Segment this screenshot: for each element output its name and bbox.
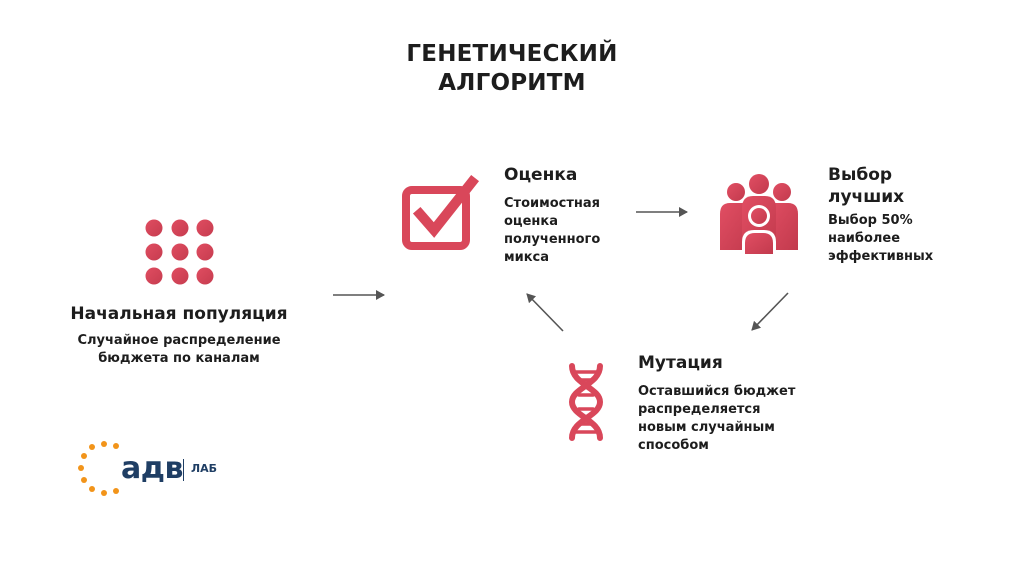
people-group-icon	[720, 174, 798, 254]
selection-heading: Выбор лучших	[828, 165, 905, 207]
mutation-block: Мутация Оставшийся бюджет распределяется…	[638, 352, 818, 455]
title-line-1: ГЕНЕТИЧЕСКИЙ	[406, 41, 618, 67]
logo-main-text: адв	[121, 451, 183, 486]
logo-dots-icon	[78, 441, 119, 496]
dna-icon	[568, 363, 604, 441]
evaluation-description: Стоимостная оценка полученного микса	[504, 196, 601, 265]
logo-separator	[183, 459, 184, 481]
population-description: Случайное распределение бюджета по канал…	[77, 333, 281, 366]
population-heading: Начальная популяция	[70, 304, 288, 324]
evaluation-heading: Оценка	[504, 165, 578, 185]
arrow-selection-to-mutation	[751, 292, 789, 331]
selection-block: Выбор лучших Выбор 50% наиболее эффектив…	[828, 164, 988, 266]
dot-grid-icon	[145, 219, 214, 285]
mutation-description: Оставшийся бюджет распределяется новым с…	[638, 384, 796, 453]
population-block: Начальная популяция Случайное распределе…	[70, 303, 288, 368]
arrow-mutation-to-evaluation	[526, 293, 564, 332]
selection-description: Выбор 50% наиболее эффективных	[828, 213, 934, 264]
mutation-heading: Мутация	[638, 353, 723, 373]
title-line-2: АЛГОРИТМ	[438, 70, 586, 96]
evaluation-block: Оценка Стоимостная оценка полученного ми…	[504, 164, 624, 267]
checkbox-icon	[402, 174, 480, 250]
logo-sub-text: ЛАБ	[191, 462, 218, 475]
diagram-title: ГЕНЕТИЧЕСКИЙ АЛГОРИТМ	[362, 40, 662, 98]
